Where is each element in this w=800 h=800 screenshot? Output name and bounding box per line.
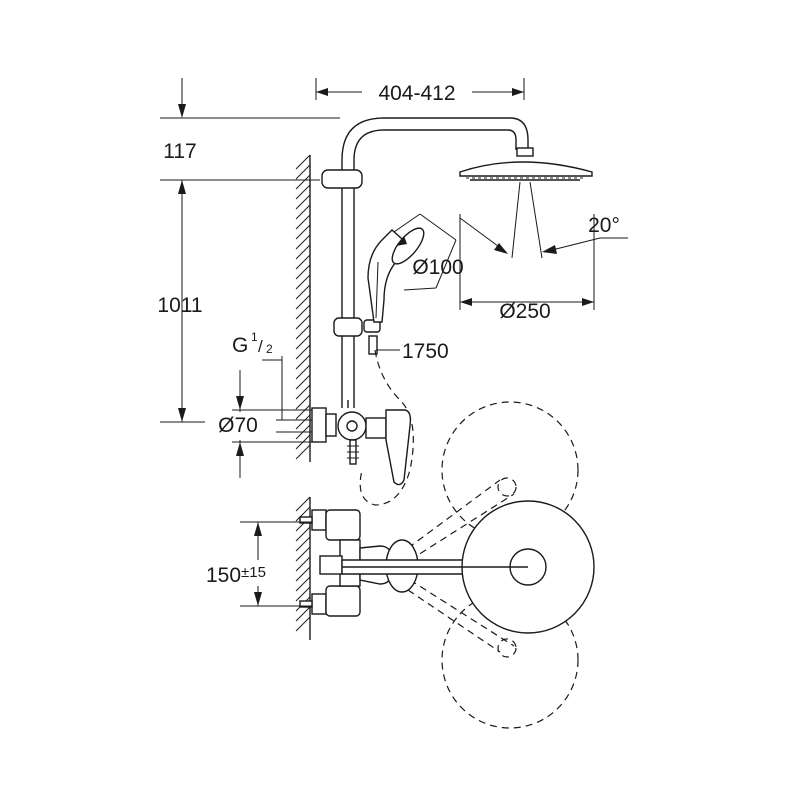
thread-annotation: G 1 / 2 <box>232 330 312 433</box>
dimension-head-diameter: Ø250 <box>459 214 595 323</box>
dimension-center-distance: 150±15 <box>206 521 312 607</box>
wall-hatch-line <box>295 444 311 460</box>
wall-hatch-line <box>295 244 311 260</box>
wall-hatch-line <box>295 586 311 602</box>
swing-range <box>407 401 579 729</box>
wall-hatch-line <box>295 214 311 230</box>
hand-shower-diameter-label: Ø100 <box>412 256 463 279</box>
wall-hatch-line <box>295 164 311 180</box>
wall-hatch-line <box>295 354 311 370</box>
wall-hatch-line <box>295 606 311 622</box>
wall-hatch-line <box>295 374 311 390</box>
shower-hose <box>359 349 414 506</box>
wall-hatch-line <box>295 324 311 340</box>
head-diameter-label: Ø250 <box>499 300 550 323</box>
wall-hatch-line <box>295 294 311 310</box>
wall-hatch-line <box>295 224 311 240</box>
wall-hatch-line <box>295 506 311 522</box>
wall-hatch-line <box>295 384 311 400</box>
wall-hatch-line <box>295 404 311 420</box>
wall-hatch-line <box>295 526 311 542</box>
thread-numerator: 1 <box>251 330 258 344</box>
wall-hatch-line <box>295 194 311 210</box>
wall-hatch-line <box>295 284 311 300</box>
svg-text:/: / <box>258 337 263 356</box>
wall-hatch-line <box>295 154 311 170</box>
arm-reach-label: 404-412 <box>378 82 455 105</box>
wall-hatch-line <box>295 314 311 330</box>
wall-hatch-line <box>295 576 311 592</box>
dimension-rosette-diameter: Ø70 <box>218 370 312 478</box>
dimension-hand-shower-diameter: Ø100 <box>393 213 464 291</box>
wall-hatching-top <box>295 496 311 632</box>
wall-hatch-line <box>295 254 311 270</box>
wall-hatch-line <box>295 536 311 552</box>
hose-length-label: 1750 <box>402 340 449 363</box>
wall-hatch-line <box>295 264 311 280</box>
center-distance-label: 150±15 <box>206 564 266 587</box>
slider-holder <box>333 317 381 355</box>
wall-hatch-line <box>295 184 311 200</box>
rail-height-label: 1011 <box>157 294 202 317</box>
wall-hatch-line <box>295 304 311 320</box>
top-offset-label: 117 <box>163 140 196 163</box>
thread-denominator: 2 <box>266 342 273 356</box>
wall-bracket <box>321 169 363 189</box>
wall-hatch-line <box>295 234 311 250</box>
wall-hatch-line <box>295 496 311 512</box>
wall-hatch-line <box>295 616 311 632</box>
wall-hatching-side <box>295 154 311 460</box>
rosette-diameter-label: Ø70 <box>218 414 258 437</box>
hand-shower <box>367 227 425 323</box>
wall-hatch-line <box>295 204 311 220</box>
shower-arm-top-view <box>341 500 595 634</box>
wall-hatch-line <box>295 546 311 562</box>
mixer-side-view <box>311 400 412 486</box>
wall-hatch-line <box>295 274 311 290</box>
dimension-hose-length: 1750 <box>376 340 449 363</box>
wall-hatch-line <box>295 344 311 360</box>
wall-hatch-line <box>295 364 311 380</box>
dimension-arm-reach: 404-412 <box>315 78 525 105</box>
wall-hatch-line <box>295 174 311 190</box>
wall-hatch-line <box>295 394 311 410</box>
spray-angle-label: 20° <box>588 214 620 237</box>
dimension-spray-angle: 20° <box>459 214 628 254</box>
wall-hatch-line <box>295 566 311 582</box>
wall-hatch-line <box>295 414 311 430</box>
wall-hatch-line <box>295 556 311 572</box>
thread-main-label: G <box>232 334 248 357</box>
riser-pipe <box>341 117 529 408</box>
dimension-vertical-heights: 117 1011 <box>157 78 340 423</box>
wall-hatch-line <box>295 334 311 350</box>
overhead-shower <box>459 147 593 259</box>
